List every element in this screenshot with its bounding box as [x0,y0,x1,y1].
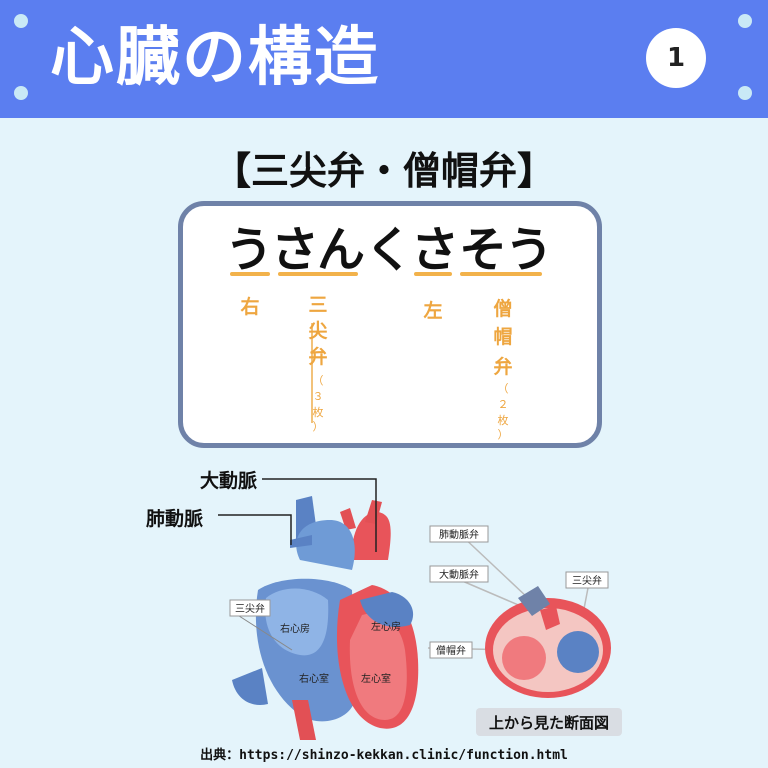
decorative-dot [738,14,752,28]
mnemonic-char: さ [271,222,320,278]
pulm-valve-leader [459,533,529,599]
label-pulmonary-artery: 肺動脈 [146,508,204,530]
left-ventricle-shape [349,613,407,720]
pulmonary-valve-shape [518,586,550,616]
underline-left [414,272,452,276]
gloss-tricuspid: 尖 [308,320,328,342]
label-cross-tricuspid: 三尖弁 [572,574,602,587]
gloss-count: 枚 [497,414,509,427]
pulmonary-leader [218,514,292,545]
label-tricuspid: 三尖弁 [235,602,265,615]
gloss-count: ３ [312,390,324,403]
left-atrium-shape [360,592,414,628]
label-box [429,565,489,583]
aortic-valve-shape [540,606,560,630]
mnemonic-char: く [365,222,414,278]
mnemonic-char: そ [459,222,508,278]
gloss-tricuspid: 弁 [308,346,328,368]
page-number-badge: 1 [646,28,706,88]
underline-right [230,272,270,276]
right-atrium-shape [265,588,329,656]
aorta-shape [351,512,391,560]
label-left-atrium: 左心房 [371,620,401,633]
page-title: 心臓の構造 [50,21,380,95]
underline-mitral [460,272,542,276]
gloss-mitral: 弁 [493,356,513,378]
label-mitral-valve: 僧帽弁 [436,644,466,657]
underline-tricuspid [278,272,358,276]
gloss-left: 左 [423,300,443,322]
gloss-tricuspid: 三 [308,294,328,316]
label-box [429,525,489,543]
gloss-count: ２ [497,398,509,411]
mnemonic-char: う [225,222,274,278]
gloss-count: 枚 [312,406,324,419]
aorta-branches [340,500,382,530]
descending-aorta [292,700,316,740]
source-url: https://shinzo-kekkan.clinic/function.ht… [239,748,568,763]
label-left-ventricle: 左心室 [361,672,391,685]
gloss-mitral: 帽 [493,326,513,348]
gloss-count: ） [312,420,324,433]
gloss-count: ） [497,428,509,441]
gloss-bracket [311,323,313,423]
section-title: 【三尖弁・僧帽弁】 [212,149,555,193]
decorative-dot [14,14,28,28]
gloss-mitral: 僧 [493,298,513,320]
heart-diagram: 三尖弁 肺動脈弁 大動脈弁 僧帽弁 三尖弁 右心房 左心房 右心室 左心室 [218,478,611,740]
mnemonic-card [178,201,602,448]
label-box [229,599,271,617]
header-bar: 心臓の構造 1 [0,0,768,118]
gloss-right: 右 [240,296,260,318]
gloss-count: （ [312,374,324,387]
label-pulmonary-valve: 肺動脈弁 [439,528,479,541]
label-box [565,571,609,589]
pulmonary-branch [290,535,312,548]
decorative-dot [14,86,28,100]
inferior-vena-cava [232,668,268,705]
label-box [429,641,473,659]
mnemonic-char: さ [411,222,460,278]
aorta-leader [262,478,377,552]
label-right-atrium: 右心房 [280,622,310,635]
decorative-dot [738,86,752,100]
tricuspid-leader [235,613,293,651]
source-credit: 出典：https://shinzo-kekkan.clinic/function… [0,744,768,763]
label-right-ventricle: 右心室 [299,672,329,685]
tricuspid-valve-shape [557,631,599,673]
label-aorta: 大動脈 [200,470,258,492]
mnemonic-char: ん [317,222,366,278]
mnemonic-char: う [505,222,554,278]
pulmonary-artery-shape [296,520,355,570]
source-label: 出典： [200,748,240,763]
cross-section-caption: 上から見た断面図 [476,708,622,736]
label-aortic-valve: 大動脈弁 [439,568,479,581]
gloss-count: （ [497,382,509,395]
mitral-valve-shape [502,636,546,680]
